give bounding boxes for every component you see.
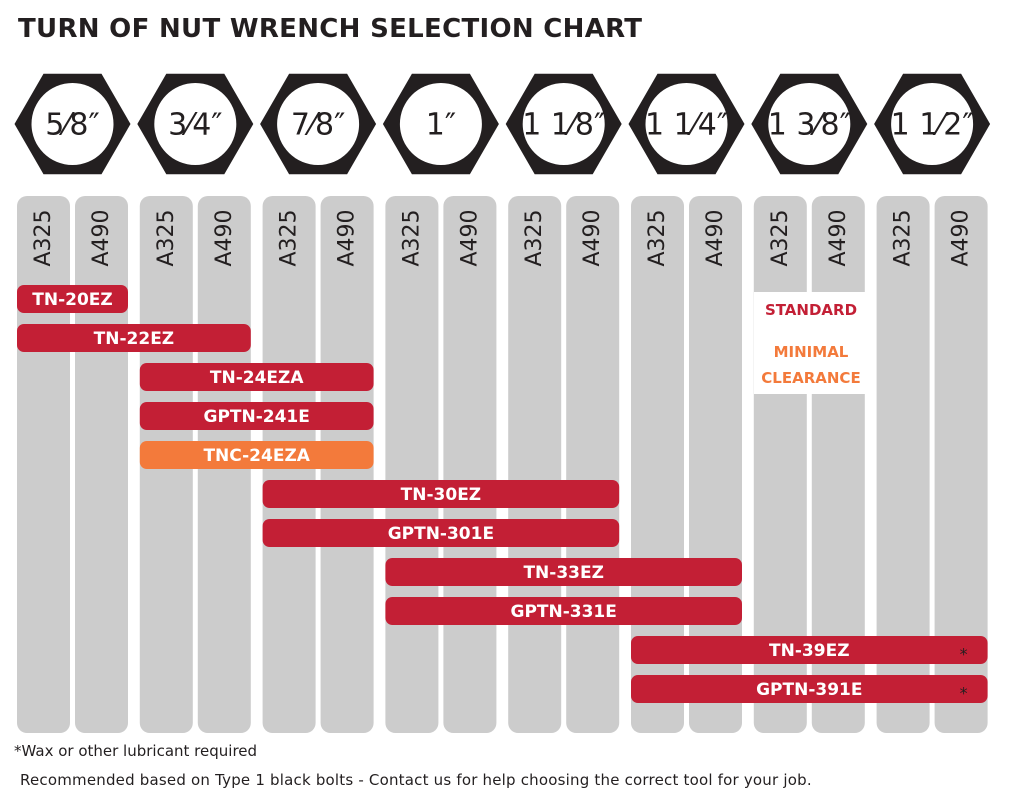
lubricant-asterisk: * [960, 645, 968, 664]
bolt-size-label: 1 1⁄2″ [891, 108, 974, 143]
bolt-size-label: 1 3⁄8″ [768, 108, 851, 143]
hex-nut-hole [277, 83, 360, 165]
grade-label-a490: A490 [212, 209, 237, 266]
grade-label-a325: A325 [399, 209, 424, 266]
column-4-a325 [385, 196, 439, 733]
tool-label: TN-24EZA [210, 368, 304, 388]
recommendation-note: Recommended based on Type 1 black bolts … [20, 771, 812, 789]
grade-label-a325: A325 [522, 209, 547, 266]
column-4-a490 [443, 196, 497, 733]
bolt-size-label: 7⁄8″ [291, 108, 345, 143]
legend-minimal-line2: CLEARANCE [761, 369, 861, 387]
grade-label-a325: A325 [31, 209, 56, 266]
tool-bar [139, 441, 374, 469]
tool-label: GPTN-331E [510, 602, 616, 622]
legend: STANDARD MINIMAL CLEARANCE [754, 292, 868, 394]
tool-label: TN-20EZ [32, 290, 112, 310]
grade-label-a490: A490 [580, 209, 605, 266]
column-1-a490 [75, 196, 128, 733]
legend-minimal-clearance: MINIMAL CLEARANCE [754, 339, 868, 391]
hex-nut-hole [522, 83, 605, 165]
grade-label-a490: A490 [89, 209, 114, 266]
grade-label-a325: A325 [277, 209, 302, 266]
column-8-a325 [876, 196, 930, 733]
hex-nut-hole [645, 83, 728, 165]
tool-bar [17, 285, 128, 313]
legend-standard: STANDARD [764, 301, 858, 319]
column-1-a325 [17, 196, 70, 733]
chart-title: TURN OF NUT WRENCH SELECTION CHART [18, 14, 643, 44]
tool-bar [631, 636, 988, 664]
legend-minimal-line1: MINIMAL [773, 343, 849, 361]
tool-label: TN-22EZ [94, 329, 174, 349]
hex-nut-hole [31, 83, 114, 165]
lubricant-footnote: *Wax or other lubricant required [14, 742, 258, 760]
grade-label-a325: A325 [645, 209, 670, 266]
grade-label-a325: A325 [768, 209, 793, 266]
hex-nut-hole [768, 83, 851, 165]
tool-label: TN-39EZ [769, 641, 849, 661]
tool-label: TNC-24EZA [203, 446, 310, 466]
grade-label-a490: A490 [457, 209, 482, 266]
tool-bar [385, 597, 742, 625]
lubricant-asterisk: * [960, 684, 968, 703]
tool-bar [17, 324, 251, 352]
tool-label: GPTN-241E [203, 407, 309, 427]
tool-label: TN-33EZ [523, 563, 603, 583]
hex-nut-hole [154, 83, 237, 165]
hex-nut-hole [399, 83, 482, 165]
bolt-size-label: 1 1⁄4″ [645, 108, 728, 143]
grade-label-a490: A490 [949, 209, 974, 266]
tool-label: GPTN-391E [756, 680, 862, 700]
grade-label-a490: A490 [703, 209, 728, 266]
bolt-size-label: 1 1⁄8″ [522, 108, 605, 143]
column-5-a325 [508, 196, 562, 733]
grade-label-a490: A490 [826, 209, 851, 266]
tool-bar [139, 363, 374, 391]
column-8-a490 [934, 196, 988, 733]
bolt-size-label: 3⁄4″ [168, 108, 222, 143]
grade-label-a490: A490 [335, 209, 360, 266]
grade-label-a325: A325 [154, 209, 179, 266]
bolt-size-label: 5⁄8″ [45, 108, 99, 143]
bolt-size-label: 1″ [426, 108, 456, 143]
tool-bar [139, 402, 374, 430]
tool-bar [631, 675, 988, 703]
column-5-a490 [566, 196, 620, 733]
tool-bar [262, 480, 620, 508]
tool-label: TN-30EZ [401, 485, 481, 505]
grade-label-a325: A325 [891, 209, 916, 266]
hex-nut-hole [891, 83, 974, 165]
tool-bar [385, 558, 742, 586]
tool-label: GPTN-301E [388, 524, 494, 544]
tool-bar [262, 519, 620, 547]
